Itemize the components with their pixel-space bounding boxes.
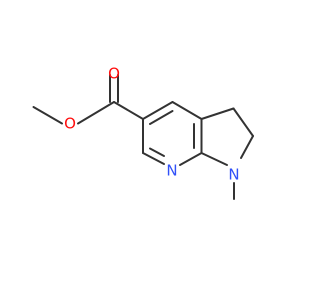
bond-c2-n1 <box>240 135 254 159</box>
bond-ring-c5-c4 <box>142 101 174 120</box>
bond-carbonyl-ring <box>113 101 144 120</box>
atom-n-pyridine: N <box>166 162 177 180</box>
atom-o-methoxy: O <box>64 115 76 133</box>
bond-n1-c7a <box>200 152 228 166</box>
atom-n-pyrroline: N <box>228 166 239 184</box>
bond-ring-c7a-n7 <box>179 152 203 166</box>
atom-o-carbonyl: O <box>108 65 120 83</box>
bond-ring-n7-c6 <box>142 152 165 165</box>
bond-c3a-c3 <box>200 107 235 120</box>
bond-inner-n7-c6 <box>149 147 165 157</box>
molecule-diagram: O O N N <box>32 65 254 200</box>
atom-labels: O O N N <box>64 65 240 184</box>
bond-methyl-o <box>32 106 63 125</box>
bonds <box>32 74 254 200</box>
bond-ring-c4-c3a <box>171 101 203 120</box>
structure-canvas: O O N N <box>32 64 254 200</box>
bond-c3-c2 <box>232 107 254 137</box>
bond-o-carbonyl-c <box>77 101 115 125</box>
bond-inner-c4-c5 <box>149 110 174 125</box>
